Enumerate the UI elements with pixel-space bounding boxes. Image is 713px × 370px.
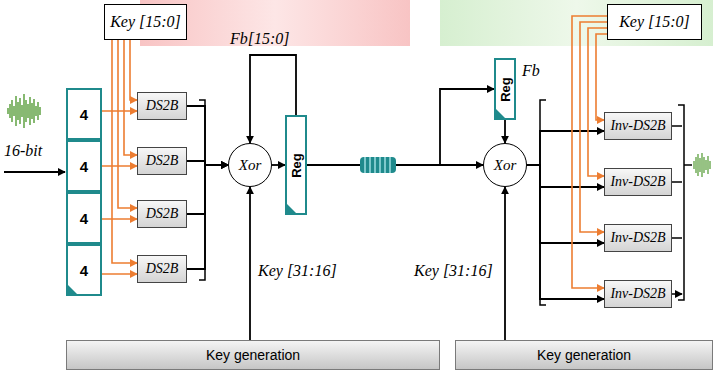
audio-waveform — [694, 153, 710, 177]
decryption-band — [440, 0, 713, 46]
xor-circle: Xor — [228, 143, 272, 187]
connector — [102, 110, 137, 112]
ds2b-block: DS2B — [137, 255, 187, 283]
signal-label: 16-bit — [4, 142, 42, 160]
node-text: Reg — [289, 153, 304, 178]
node-text: 4 — [80, 262, 88, 279]
signal-label: Fb[15:0] — [230, 30, 290, 48]
node-text: Key generation — [537, 347, 631, 363]
node-text: DS2B — [146, 98, 179, 114]
key-generation-bar: Key generation — [455, 340, 713, 370]
node-text: Key [15:0] — [619, 13, 690, 31]
channel-coil — [360, 157, 396, 173]
clock-mark — [287, 204, 296, 213]
output-arrows — [670, 126, 682, 294]
connector — [124, 40, 137, 155]
key-register-box: Key [15:0] — [104, 4, 187, 40]
connector — [102, 165, 137, 167]
connector — [572, 16, 607, 288]
inv-ds2b-block: Inv-DS2B — [604, 280, 672, 308]
inv-ds2b-block: Inv-DS2B — [604, 224, 672, 252]
ds2b-block: DS2B — [137, 200, 187, 228]
node-text: Key generation — [206, 347, 300, 363]
ds2b-block: DS2B — [137, 147, 187, 175]
connector — [580, 22, 607, 232]
nibble-box: 4 — [66, 88, 102, 140]
connector — [588, 28, 607, 176]
node-text: Inv-DS2B — [610, 118, 665, 134]
connector — [272, 164, 285, 166]
connector — [504, 187, 506, 340]
inv-ds2b-block: Inv-DS2B — [604, 112, 672, 140]
input-arrow — [4, 171, 65, 173]
output-line — [684, 164, 692, 166]
connector — [112, 40, 137, 263]
nibble-box: 4 — [66, 140, 102, 192]
ds2b-block: DS2B — [137, 92, 187, 120]
connector — [527, 131, 604, 165]
node-text: Xor — [239, 157, 262, 174]
node-text: 4 — [80, 158, 88, 175]
node-text: Inv-DS2B — [610, 174, 665, 190]
node-text: Key [15:0] — [110, 13, 181, 31]
nibble-box: 4 — [66, 192, 102, 244]
node-text: DS2B — [146, 261, 179, 277]
inv-ds2b-block: Inv-DS2B — [604, 168, 672, 196]
node-text: Xor — [494, 157, 517, 174]
connector — [187, 165, 228, 214]
nibble-box: 4 — [66, 244, 102, 296]
connector — [596, 34, 607, 120]
signal-label: Fb — [522, 62, 540, 80]
signal-label: Key [31:16] — [258, 262, 337, 280]
connector — [307, 89, 494, 165]
connector — [130, 40, 137, 100]
audio-waveform — [8, 94, 40, 128]
register-box: Reg — [494, 58, 516, 120]
node-text: Reg — [498, 77, 513, 102]
xor-circle: Xor — [483, 143, 527, 187]
register-box: Reg — [285, 115, 307, 215]
channel-coil-turns — [365, 157, 390, 173]
signal-label: Key [31:16] — [414, 262, 493, 280]
node-text: DS2B — [146, 153, 179, 169]
connector — [249, 187, 251, 340]
clock-mark — [496, 109, 505, 118]
clock-mark — [68, 285, 77, 294]
node-text: 4 — [80, 210, 88, 227]
connector — [118, 40, 137, 208]
node-text: DS2B — [146, 206, 179, 222]
connector — [102, 273, 137, 275]
connector — [187, 165, 228, 269]
node-text: 4 — [80, 106, 88, 123]
output-bracket — [678, 105, 684, 300]
connector — [102, 218, 137, 220]
connector — [504, 120, 506, 143]
key-register-box: Key [15:0] — [607, 4, 702, 40]
node-text: Inv-DS2B — [610, 230, 665, 246]
node-text: Inv-DS2B — [610, 286, 665, 302]
key-generation-bar: Key generation — [66, 340, 440, 370]
connector — [187, 106, 228, 165]
